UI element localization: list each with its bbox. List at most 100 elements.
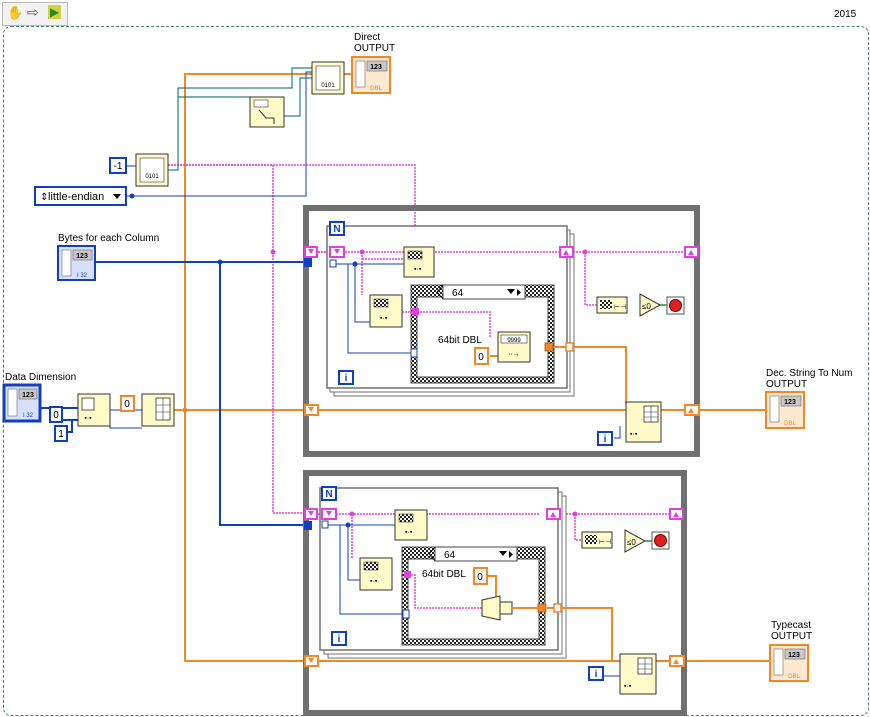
hand-tool-icon[interactable]: ✋ [7, 5, 24, 20]
step-arrow-icon[interactable]: ⇨ [27, 4, 39, 20]
case2-blue-tunnel[interactable] [402, 609, 410, 619]
up-arrow-icon [550, 512, 556, 517]
chevron-left-icon [428, 546, 436, 562]
case1-orange-tunnel[interactable] [544, 342, 554, 352]
svg-text:··→: ··→ [508, 351, 520, 358]
dec-string-output-indicator[interactable]: 123 DBL [765, 391, 805, 429]
loop2-blue-tunnel[interactable] [304, 521, 312, 530]
direct-output-numeric: 123 [370, 64, 382, 71]
direct-output-label: Direct OUTPUT [354, 32, 396, 54]
string-to-bytes-node-1[interactable]: ⊢⊣ [596, 296, 628, 314]
chevron-down-icon [113, 194, 121, 199]
svg-text:≤0: ≤0 [642, 302, 651, 311]
index-array-node-a[interactable]: ▪·▪ [77, 393, 111, 427]
svg-text:i: i [345, 373, 348, 384]
inner2-iteration-terminal[interactable]: i [331, 631, 347, 646]
run-arrow-icon[interactable]: ▶ [48, 5, 62, 19]
string-to-bytes-node-2[interactable]: ⊢⊣ [581, 531, 613, 549]
one-a-text: 1 [58, 429, 64, 440]
pink-wires-inner[interactable] [318, 251, 560, 609]
svg-text:⊢⊣: ⊢⊣ [599, 539, 611, 546]
typecast-output-indicator[interactable]: 123 DBL [769, 644, 809, 682]
svg-text:▪·▪: ▪·▪ [380, 315, 388, 322]
data-dimension-control[interactable]: 123 I 32 [2, 383, 42, 423]
zero-constant-a[interactable]: 0 [49, 406, 63, 423]
build-array-node-2[interactable]: ▪·▪ [619, 653, 657, 695]
case1-selector-value: 64 [452, 288, 464, 299]
decimal-string-to-number-node[interactable]: 9999 ··→ [497, 331, 531, 363]
case2-selector[interactable]: 64 [428, 546, 518, 562]
direct-output-indicator[interactable]: 123 DBL [351, 56, 391, 94]
typecast-output-label: Typecast OUTPUT [771, 620, 813, 642]
loop1-blue-tunnel[interactable] [304, 258, 312, 267]
svg-text:DBL: DBL [788, 674, 800, 680]
inner2-index-tunnel[interactable] [321, 520, 329, 529]
up-arrow-icon [688, 250, 694, 255]
case1-label: 64bit DBL [438, 335, 482, 346]
loop2-iteration-terminal[interactable]: i [588, 666, 604, 681]
svg-text:⊢⊣: ⊢⊣ [614, 304, 626, 311]
blue-wires-inner[interactable] [326, 263, 416, 615]
case2-orange-tunnel[interactable] [537, 603, 547, 613]
string-subset-node-3[interactable]: ▪·▪ [394, 509, 428, 541]
string-subset-node-4[interactable]: ▪·▪ [359, 557, 393, 591]
endian-enum-value: little-endian [48, 191, 104, 203]
svg-text:▪·▪: ▪·▪ [84, 415, 92, 422]
zero-a-text: 0 [53, 410, 59, 421]
for-loop-2-frame[interactable] [303, 470, 687, 716]
for-loop-1-frame[interactable] [303, 205, 700, 457]
string-subset-node-2[interactable]: ▪·▪ [369, 294, 403, 328]
case1-pink-tunnel[interactable] [412, 308, 419, 315]
zero-constant-case1[interactable]: 0 [474, 347, 489, 365]
case2-selector-value: 64 [444, 550, 456, 561]
svg-text:N: N [325, 489, 332, 500]
stop-button-1[interactable] [666, 296, 685, 315]
one-constant-a[interactable]: 1 [54, 425, 68, 442]
equal-zero-node-1[interactable]: ≤0 [639, 293, 662, 317]
neg-one-constant[interactable]: -1 [109, 157, 127, 174]
inner2-orange-tunnel[interactable] [553, 603, 562, 613]
down-arrow-icon [308, 511, 314, 516]
up-arrow-icon [673, 659, 679, 664]
loop2-count-terminal[interactable]: N [321, 486, 337, 501]
loop1-count-terminal[interactable]: N [329, 221, 345, 236]
chevron-down-icon [499, 551, 507, 556]
direct-output-dbl: DBL [370, 86, 382, 92]
chevron-right-icon [517, 289, 521, 296]
dec-string-output-label: Dec. String To Num OUTPUT [766, 368, 853, 390]
endian-enum[interactable]: ⇕ little-endian [34, 186, 127, 206]
svg-text:0: 0 [477, 572, 483, 583]
case2-pink-tunnel[interactable] [404, 571, 411, 578]
dim-numeric: 123 [22, 392, 34, 399]
svg-text:i: i [604, 434, 607, 445]
stop-button-2[interactable] [651, 531, 670, 550]
unflatten-node[interactable]: 0101 [135, 153, 169, 187]
zero-constant-case2[interactable]: 0 [473, 567, 488, 585]
string-subset-node-1[interactable]: ▪·▪ [403, 246, 435, 278]
inner1-orange-tunnel[interactable] [565, 342, 574, 352]
equal-zero-node-2[interactable]: ≤0 [624, 529, 647, 553]
type-cast-primitive[interactable] [481, 595, 538, 621]
case1-blue-tunnel[interactable] [410, 348, 418, 358]
svg-text:▪·▪: ▪·▪ [630, 431, 638, 438]
unflatten-from-string-node[interactable]: 0101 [311, 61, 345, 95]
teal-wires[interactable] [168, 67, 312, 171]
inner1-iteration-terminal[interactable]: i [338, 370, 354, 385]
orange-junctions [182, 407, 188, 413]
chevron-right-icon [509, 551, 513, 558]
zero-constant-b[interactable]: 0 [120, 395, 135, 412]
svg-text:N: N [333, 224, 340, 235]
type-cast-node[interactable] [249, 96, 285, 128]
down-arrow-icon [326, 511, 332, 516]
down-arrow-icon [334, 249, 340, 254]
inner1-index-tunnel[interactable] [329, 259, 337, 268]
bytes-for-each-column-control[interactable]: 123 I 32 [57, 245, 96, 281]
pink-junctions [270, 249, 588, 517]
case1-selector[interactable]: 64 [436, 284, 526, 300]
initialize-array-node[interactable] [141, 393, 175, 427]
bytes-numeric: 123 [76, 253, 88, 260]
build-array-node-1[interactable]: ▪·▪ [625, 401, 662, 443]
zero-b-text: 0 [124, 399, 130, 410]
loop1-iteration-terminal[interactable]: i [597, 431, 613, 446]
